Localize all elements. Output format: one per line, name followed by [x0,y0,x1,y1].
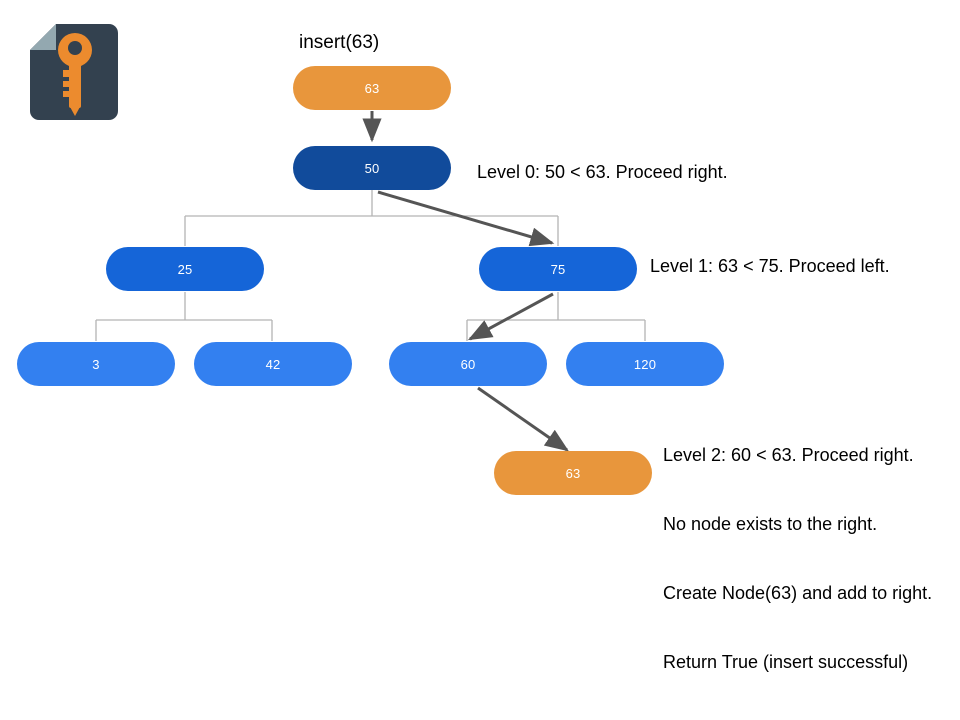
arrow-root-to-right [377,190,555,247]
arrow-node60-to-new [477,386,569,452]
node-120[interactable]: 120 [566,342,724,386]
annotation-level-0: Level 0: 50 < 63. Proceed right. [477,162,728,182]
annotation-level-2: Level 2: 60 < 63. Proceed right. No node… [663,398,932,720]
node-root-50[interactable]: 50 [293,146,451,190]
annotation-level-2-line-2: No node exists to the right. [663,514,878,534]
annotation-level-2-line-3: Create Node(63) and add to right. [663,583,933,603]
arrow-right-to-left [467,292,554,341]
key-document-icon [29,23,120,121]
annotation-level-1: Level 1: 63 < 75. Proceed left. [650,256,890,276]
node-3[interactable]: 3 [17,342,175,386]
node-75[interactable]: 75 [479,247,637,291]
node-42[interactable]: 42 [194,342,352,386]
diagram-canvas: insert(63) 63 50 25 75 3 42 60 120 63 Le… [17,23,932,672]
diagram-title: insert(63) [299,32,380,53]
annotation-level-2-line-4: Return True (insert successful) [663,652,909,672]
node-25[interactable]: 25 [106,247,264,291]
node-inserted-top[interactable]: 63 [293,66,451,110]
node-60[interactable]: 60 [389,342,547,386]
annotation-level-2-line-1: Level 2: 60 < 63. Proceed right. [663,445,914,465]
node-inserted-new-63[interactable]: 63 [494,451,652,495]
